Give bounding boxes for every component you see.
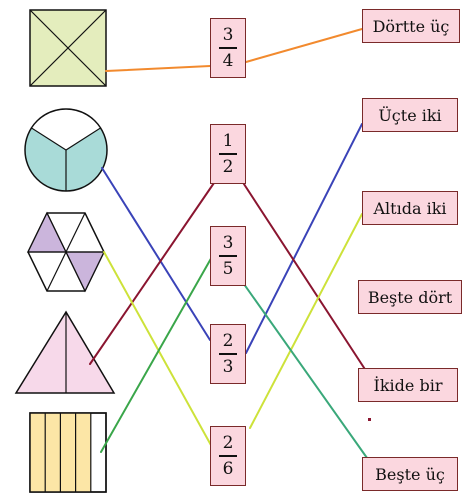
match-line-triangle bbox=[89, 179, 217, 365]
match-line-3-4-to-label bbox=[245, 28, 363, 63]
fraction-bar bbox=[219, 353, 237, 355]
circle-shape bbox=[24, 108, 108, 192]
square-shape bbox=[29, 9, 107, 87]
fraction-numerator: 3 bbox=[222, 25, 234, 46]
label-altida-iki[interactable]: Altıda iki bbox=[362, 191, 458, 225]
fraction-denominator: 5 bbox=[222, 258, 234, 279]
match-line-strips bbox=[100, 254, 214, 453]
fraction-box-1-2[interactable]: 1 2 bbox=[210, 124, 246, 184]
match-line-hexagon bbox=[103, 251, 213, 448]
strip-rectangle-shape bbox=[29, 412, 107, 493]
label-beste-uc[interactable]: Beşte üç bbox=[362, 457, 458, 491]
fraction-bar bbox=[219, 255, 237, 257]
fraction-box-2-3[interactable]: 2 3 bbox=[210, 324, 246, 384]
fraction-bar bbox=[219, 153, 237, 155]
fraction-bar bbox=[219, 47, 237, 49]
fraction-denominator: 6 bbox=[222, 458, 234, 479]
label-beste-dort[interactable]: Beşte dört bbox=[358, 280, 462, 314]
match-line-2-6-to-label bbox=[249, 213, 363, 429]
match-line-square bbox=[105, 65, 211, 72]
fraction-numerator: 2 bbox=[222, 433, 234, 454]
fraction-numerator: 2 bbox=[222, 331, 234, 352]
label-ucte-iki[interactable]: Üçte iki bbox=[362, 98, 458, 132]
fraction-numerator: 1 bbox=[222, 131, 234, 152]
fraction-box-3-4[interactable]: 3 4 bbox=[210, 18, 246, 78]
stray-mark bbox=[368, 418, 371, 421]
label-ikide-bir[interactable]: İkide bir bbox=[358, 368, 458, 402]
fraction-numerator: 3 bbox=[222, 233, 234, 254]
match-line-circle bbox=[101, 167, 211, 341]
fraction-denominator: 4 bbox=[222, 50, 234, 71]
match-line-2-3-to-label bbox=[245, 123, 363, 354]
fraction-denominator: 3 bbox=[222, 356, 234, 377]
match-line-3-5-to-label bbox=[233, 269, 373, 466]
match-line-1-2-to-label bbox=[239, 177, 373, 381]
label-dortte-uc[interactable]: Dörtte üç bbox=[362, 9, 460, 43]
fraction-box-3-5[interactable]: 3 5 bbox=[210, 226, 246, 286]
triangle-shape bbox=[14, 310, 116, 394]
fraction-box-2-6[interactable]: 2 6 bbox=[210, 426, 246, 486]
hexagon-shape bbox=[27, 211, 105, 293]
fraction-denominator: 2 bbox=[222, 156, 234, 177]
matching-lines bbox=[89, 28, 373, 466]
fraction-bar bbox=[219, 455, 237, 457]
